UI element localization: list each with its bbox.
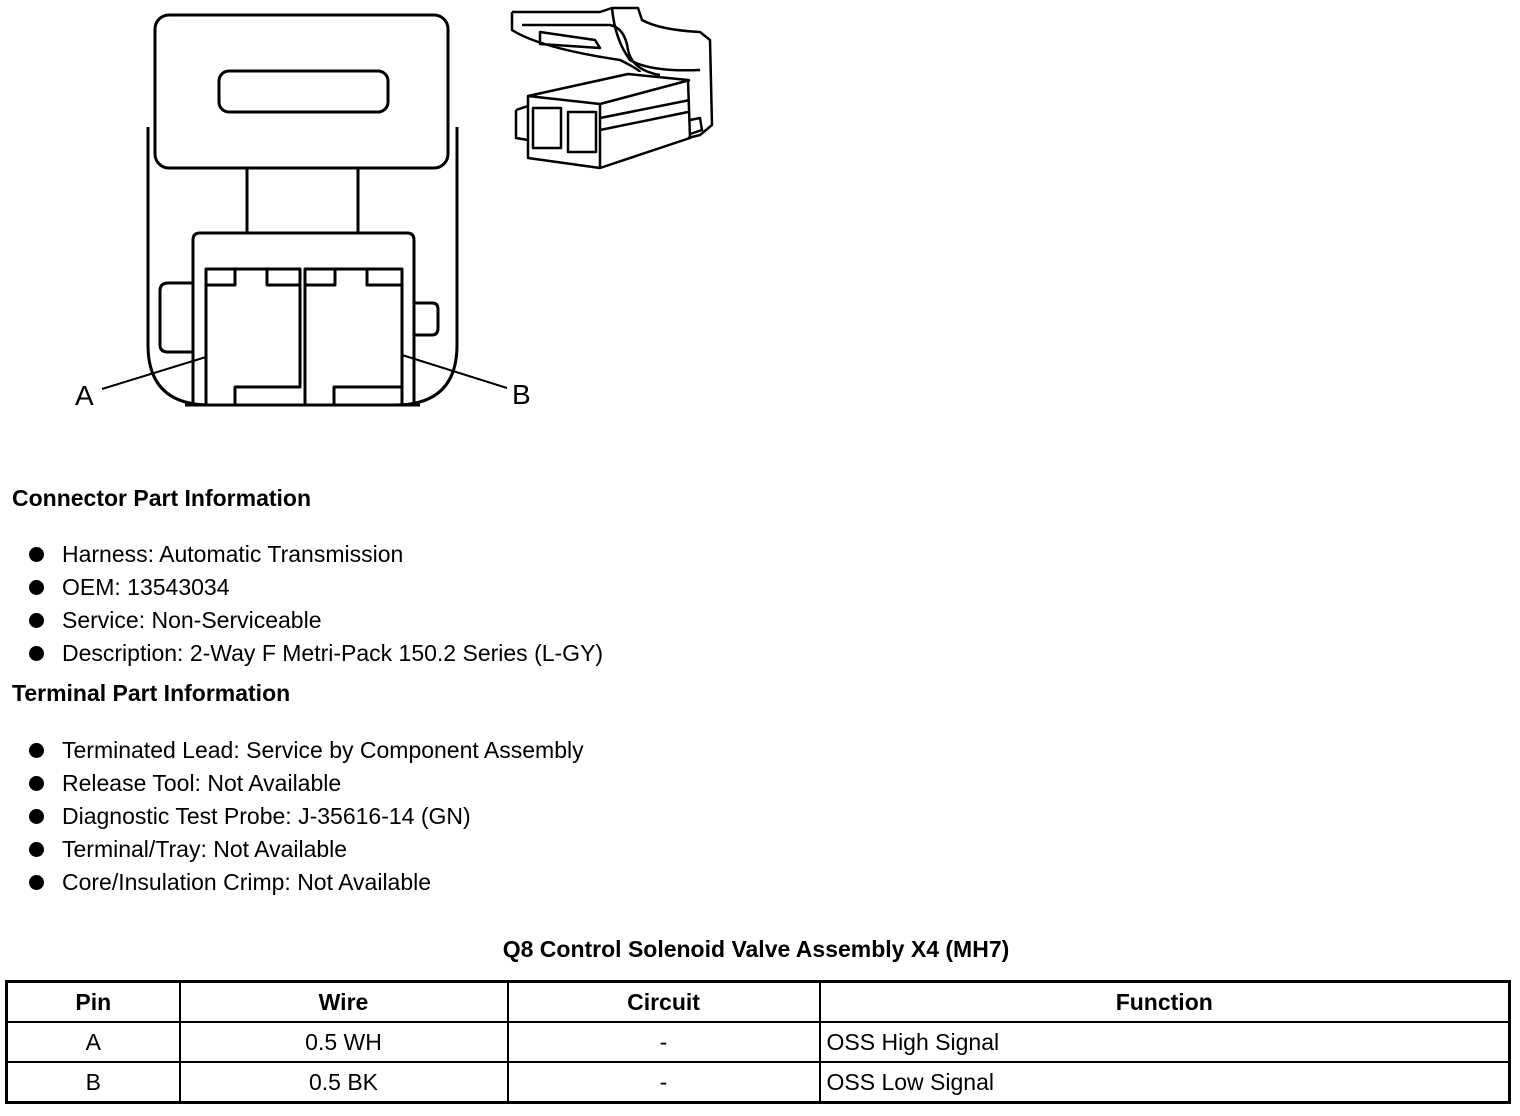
circuit-cell: - xyxy=(506,1021,821,1063)
list-item: Release Tool: Not Available xyxy=(28,767,584,800)
pin-b-label: B xyxy=(512,379,531,410)
connector-info-title: Connector Part Information xyxy=(12,485,312,511)
column-header-circuit: Circuit xyxy=(506,980,821,1023)
bullet-icon xyxy=(29,743,44,758)
column-header-wire: Wire xyxy=(178,980,509,1023)
bullet-icon xyxy=(29,842,44,857)
bullet-icon xyxy=(29,776,44,791)
column-header-pin: Pin xyxy=(5,980,181,1023)
cavity-a xyxy=(204,267,302,405)
list-item: Terminated Lead: Service by Component As… xyxy=(28,734,584,767)
pin-a-label: A xyxy=(75,380,94,411)
list-item: Description: 2-Way F Metri-Pack 150.2 Se… xyxy=(28,637,603,670)
circuit-cell: - xyxy=(506,1061,821,1104)
list-item: Terminal/Tray: Not Available xyxy=(28,833,584,866)
bullet-icon xyxy=(29,809,44,824)
table-header-row: Pin Wire Circuit Function xyxy=(5,980,1511,1023)
connector-info-list: Harness: Automatic Transmission OEM: 135… xyxy=(28,538,603,670)
bullet-icon xyxy=(29,646,44,661)
list-item: OEM: 13543034 xyxy=(28,571,603,604)
wire-cell: 0.5 BK xyxy=(178,1061,509,1104)
list-item: Diagnostic Test Probe: J-35616-14 (GN) xyxy=(28,800,584,833)
pin-cell: A xyxy=(5,1021,181,1063)
table-caption: Q8 Control Solenoid Valve Assembly X4 (M… xyxy=(502,936,1010,962)
pin-cell: B xyxy=(5,1061,181,1104)
connector-isometric-view xyxy=(510,6,714,170)
bullet-icon xyxy=(29,875,44,890)
bullet-icon xyxy=(29,613,44,628)
list-item: Core/Insulation Crimp: Not Available xyxy=(28,866,584,899)
terminal-info-title: Terminal Part Information xyxy=(12,680,291,706)
connector-face-view xyxy=(101,13,508,407)
table-row: A 0.5 WH - OSS High Signal xyxy=(5,1021,1511,1063)
bullet-icon xyxy=(29,580,44,595)
cavity-b xyxy=(303,267,404,405)
bullet-icon xyxy=(29,547,44,562)
function-cell: OSS High Signal xyxy=(818,1021,1511,1063)
table-row: B 0.5 BK - OSS Low Signal xyxy=(5,1061,1511,1104)
column-header-function: Function xyxy=(818,980,1511,1023)
function-cell: OSS Low Signal xyxy=(818,1061,1511,1104)
terminal-info-list: Terminated Lead: Service by Component As… xyxy=(28,734,584,899)
list-item: Service: Non-Serviceable xyxy=(28,604,603,637)
wire-cell: 0.5 WH xyxy=(178,1021,509,1063)
list-item: Harness: Automatic Transmission xyxy=(28,538,603,571)
connector-diagram: A B xyxy=(75,6,714,411)
pinout-table: Pin Wire Circuit Function A 0.5 WH - OSS… xyxy=(5,980,1511,1104)
